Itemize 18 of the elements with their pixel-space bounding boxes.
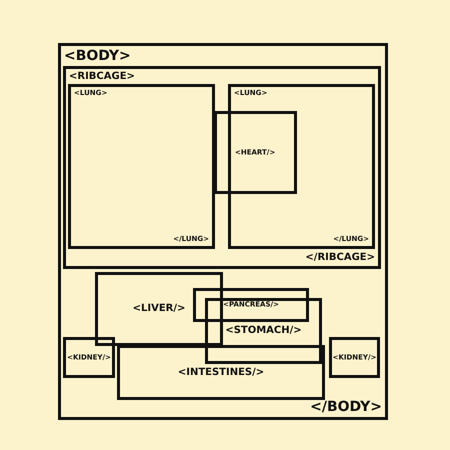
opening-tag: <STOMACH/> [225,326,302,336]
organ-box [58,43,388,420]
closing-tag: </RIBCAGE> [305,253,375,263]
organ-box [63,66,381,269]
opening-tag: <INTESTINES/> [178,368,264,378]
organ-box [228,84,375,249]
organ-box [193,288,309,322]
organ-box [68,84,215,249]
organ-box [117,345,325,400]
organ-box [214,111,297,194]
organ-box [329,337,380,378]
closing-tag: </BODY> [310,400,382,414]
opening-tag: <RIBCAGE> [69,72,135,82]
organ-box [205,298,322,364]
organ-box [95,272,223,346]
organ-box [63,337,115,378]
opening-tag: <BODY> [64,49,131,63]
opening-tag: <LIVER/> [132,304,186,314]
